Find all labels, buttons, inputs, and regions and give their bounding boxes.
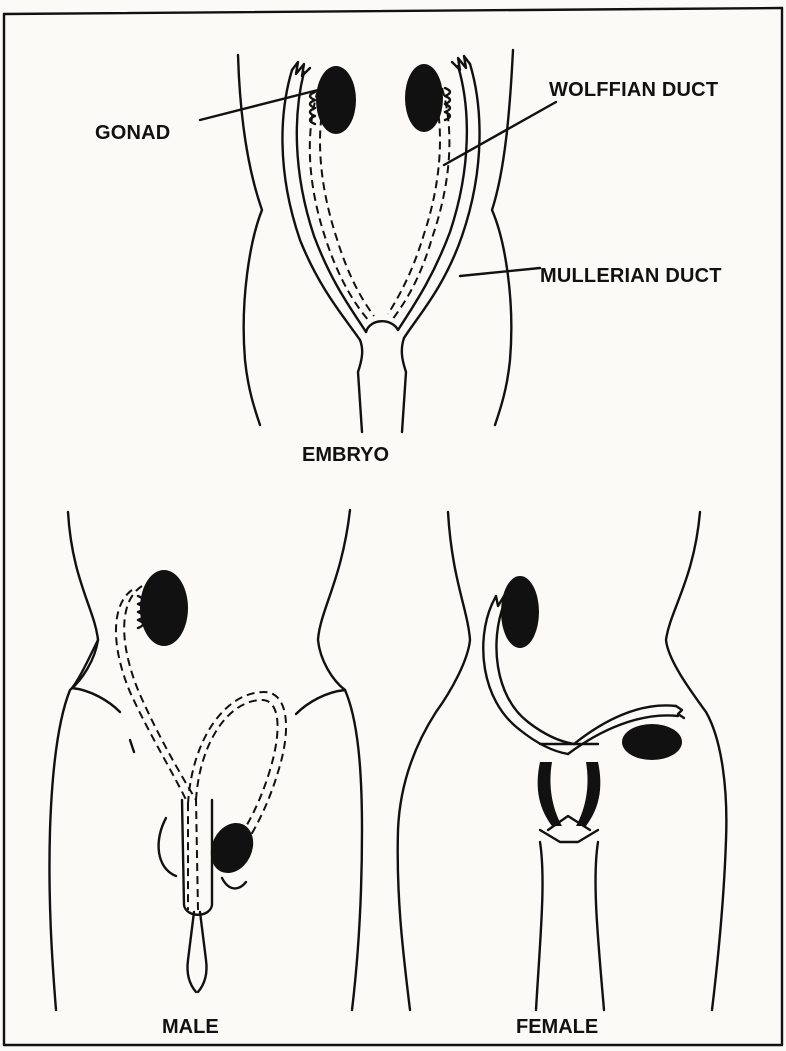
female-figure <box>398 512 727 1010</box>
embryo-sinus <box>358 321 406 432</box>
male-scrotum-right <box>222 878 246 888</box>
female-body-outline <box>398 512 727 1010</box>
male-scrotum-left <box>159 818 176 876</box>
male-figure <box>49 510 362 1010</box>
gonad-label: GONAD <box>95 122 170 145</box>
embryo-figure <box>200 50 556 432</box>
female-vagina <box>536 842 604 1010</box>
male-gonad <box>140 570 188 646</box>
mullerian-leader-line <box>460 268 540 276</box>
embryo-right-gonad <box>405 64 443 132</box>
page-border <box>4 8 782 1045</box>
male-caption: MALE <box>162 1016 219 1039</box>
wolffian-duct-label: WOLFFIAN DUCT <box>549 79 718 102</box>
embryo-caption: EMBRYO <box>302 444 389 467</box>
female-left-ovary <box>501 576 539 648</box>
female-uterus <box>538 744 601 842</box>
male-body-outline <box>49 510 362 1010</box>
female-right-ovary <box>622 724 682 760</box>
male-wolffian-duct <box>116 586 286 910</box>
embryo-left-gonad <box>316 66 356 134</box>
mullerian-duct-label: MULLERIAN DUCT <box>540 265 722 288</box>
gonad-leader-line <box>200 90 318 120</box>
embryo-body-outline <box>238 50 513 425</box>
female-caption: FEMALE <box>516 1016 598 1039</box>
wolffian-leader-line <box>444 102 556 165</box>
male-mark <box>130 740 134 752</box>
